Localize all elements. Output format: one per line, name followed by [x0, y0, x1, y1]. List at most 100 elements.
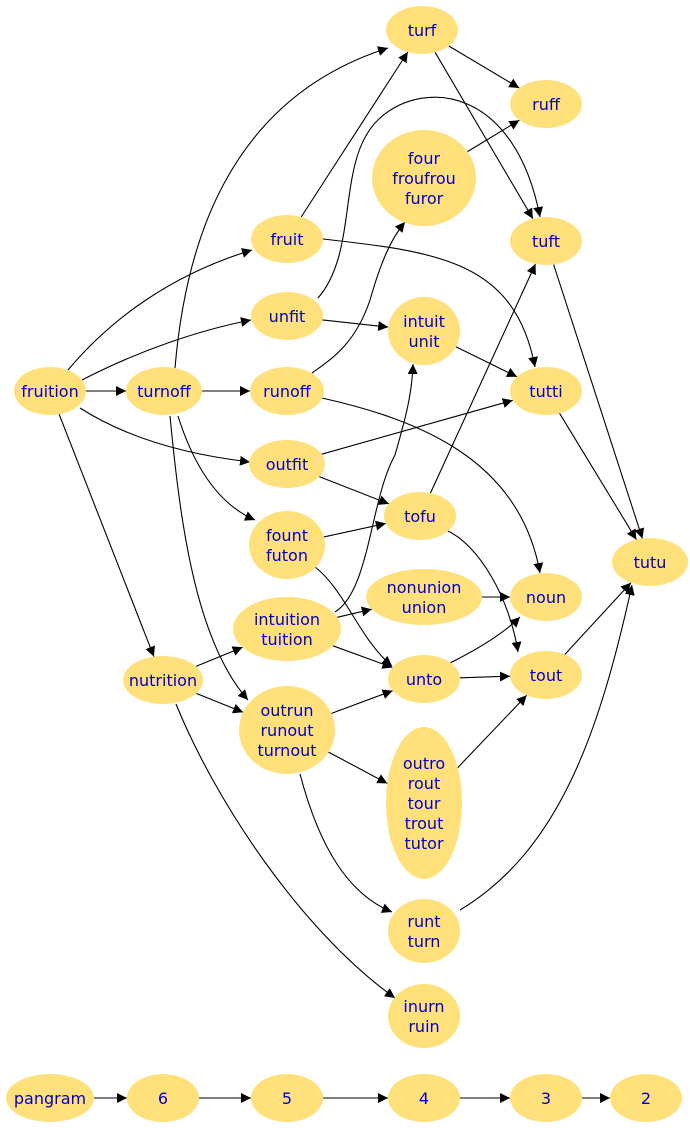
edge-turnoff-to-fount	[177, 415, 256, 521]
node-label: outfit	[266, 455, 309, 474]
node-fruition: fruition	[14, 367, 86, 415]
node-noun: noun	[510, 573, 582, 621]
edge-tout-to-tutu	[564, 582, 632, 655]
node-label: fruit	[270, 230, 303, 249]
edge-runoff-to-noun	[321, 397, 544, 574]
node-label: furor	[405, 189, 444, 208]
edge-fruition-to-unfit	[81, 317, 252, 381]
node-tofu: tofu	[384, 492, 456, 540]
node-ellipse	[510, 217, 582, 265]
node-unto: unto	[388, 655, 460, 703]
node-tutti: tutti	[510, 367, 582, 415]
node-label: runt	[407, 912, 440, 931]
node-unfit: unfit	[251, 292, 323, 340]
node-ellipse	[386, 727, 462, 879]
edge-four-to-ruff	[467, 119, 520, 153]
node-label: fount	[266, 526, 308, 545]
edge-outrun-to-unto	[331, 689, 393, 714]
node-ellipse	[249, 440, 325, 488]
node-label: intuit	[403, 312, 445, 331]
node-fruit: fruit	[251, 215, 323, 263]
node-label: nonunion	[387, 578, 462, 597]
node-ellipse	[250, 367, 324, 415]
edge-turnoff-to-outrun	[169, 415, 249, 701]
node-label: fruition	[21, 382, 78, 401]
node-label: turf	[408, 21, 437, 40]
edge-fruit-to-turf	[300, 51, 409, 218]
node-pangram: pangram	[6, 1074, 94, 1122]
node-label: inurn	[403, 997, 444, 1016]
node-label: 4	[419, 1089, 429, 1108]
node-label: four	[408, 149, 441, 168]
node-label: unit	[409, 332, 440, 351]
node-runoff: runoff	[250, 367, 324, 415]
node-label: trout	[405, 814, 444, 833]
node-ellipse	[251, 1074, 323, 1122]
edge-outfit-to-tutti	[321, 398, 513, 455]
node-n2: 2	[610, 1074, 682, 1122]
node-label: tuft	[532, 232, 560, 251]
node-tutu: tutu	[612, 538, 688, 586]
edge-unto-to-tout	[459, 671, 511, 682]
node-n5: 5	[251, 1074, 323, 1122]
edge-outrun-to-runt	[299, 773, 393, 913]
node-label: nutrition	[129, 671, 197, 690]
node-label: noun	[526, 588, 566, 607]
node-label: tofu	[404, 507, 436, 526]
edge-outro-to-tout	[457, 694, 528, 769]
edge-unfit-to-intuit	[322, 319, 389, 331]
node-label: ruin	[408, 1017, 439, 1036]
node-label: tutor	[404, 834, 443, 853]
node-label: rout	[408, 774, 440, 793]
node-ellipse	[510, 573, 582, 621]
node-label: tutti	[529, 382, 562, 401]
node-ellipse	[386, 6, 458, 54]
edge-tutti-to-tutu	[559, 412, 637, 540]
node-label: runoff	[263, 382, 312, 401]
node-label: tout	[530, 666, 562, 685]
node-label: 5	[282, 1089, 292, 1108]
edge-intuition-to-intuit	[334, 363, 418, 613]
edge-tuft-to-tutu	[553, 264, 645, 539]
edge-turnoff-to-turf	[174, 46, 389, 369]
node-label: turn	[408, 932, 441, 951]
node-ellipse	[127, 1074, 199, 1122]
edges	[58, 45, 645, 1103]
edge-intuition-to-nonunion	[337, 606, 372, 618]
node-label: turnout	[257, 741, 316, 760]
edge-fount-to-unto	[314, 566, 393, 667]
node-label: ruff	[532, 95, 561, 114]
node-label: intuition	[254, 610, 320, 629]
node-nutrition: nutrition	[123, 656, 203, 704]
node-label: outrun	[260, 701, 313, 720]
node-ruff: ruff	[510, 80, 582, 128]
node-label: tutu	[634, 553, 667, 572]
node-ellipse	[126, 367, 202, 415]
node-label: unfit	[269, 307, 306, 326]
node-ellipse	[510, 80, 582, 128]
node-label: outro	[403, 754, 445, 773]
edge-tofu-to-tout	[445, 529, 522, 653]
node-label: pangram	[14, 1089, 86, 1108]
node-ellipse	[366, 569, 482, 625]
node-ellipse	[249, 511, 325, 579]
node-tuft: tuft	[510, 217, 582, 265]
node-ellipse	[388, 655, 460, 703]
node-ellipse	[510, 651, 582, 699]
node-ellipse	[388, 297, 460, 365]
edge-runoff-to-four	[311, 221, 406, 374]
node-label: tuition	[261, 630, 313, 649]
node-ellipse	[388, 899, 460, 963]
node-turnoff: turnoff	[126, 367, 202, 415]
node-ellipse	[384, 492, 456, 540]
node-n6: 6	[127, 1074, 199, 1122]
edge-runt-to-tutu	[459, 584, 635, 911]
